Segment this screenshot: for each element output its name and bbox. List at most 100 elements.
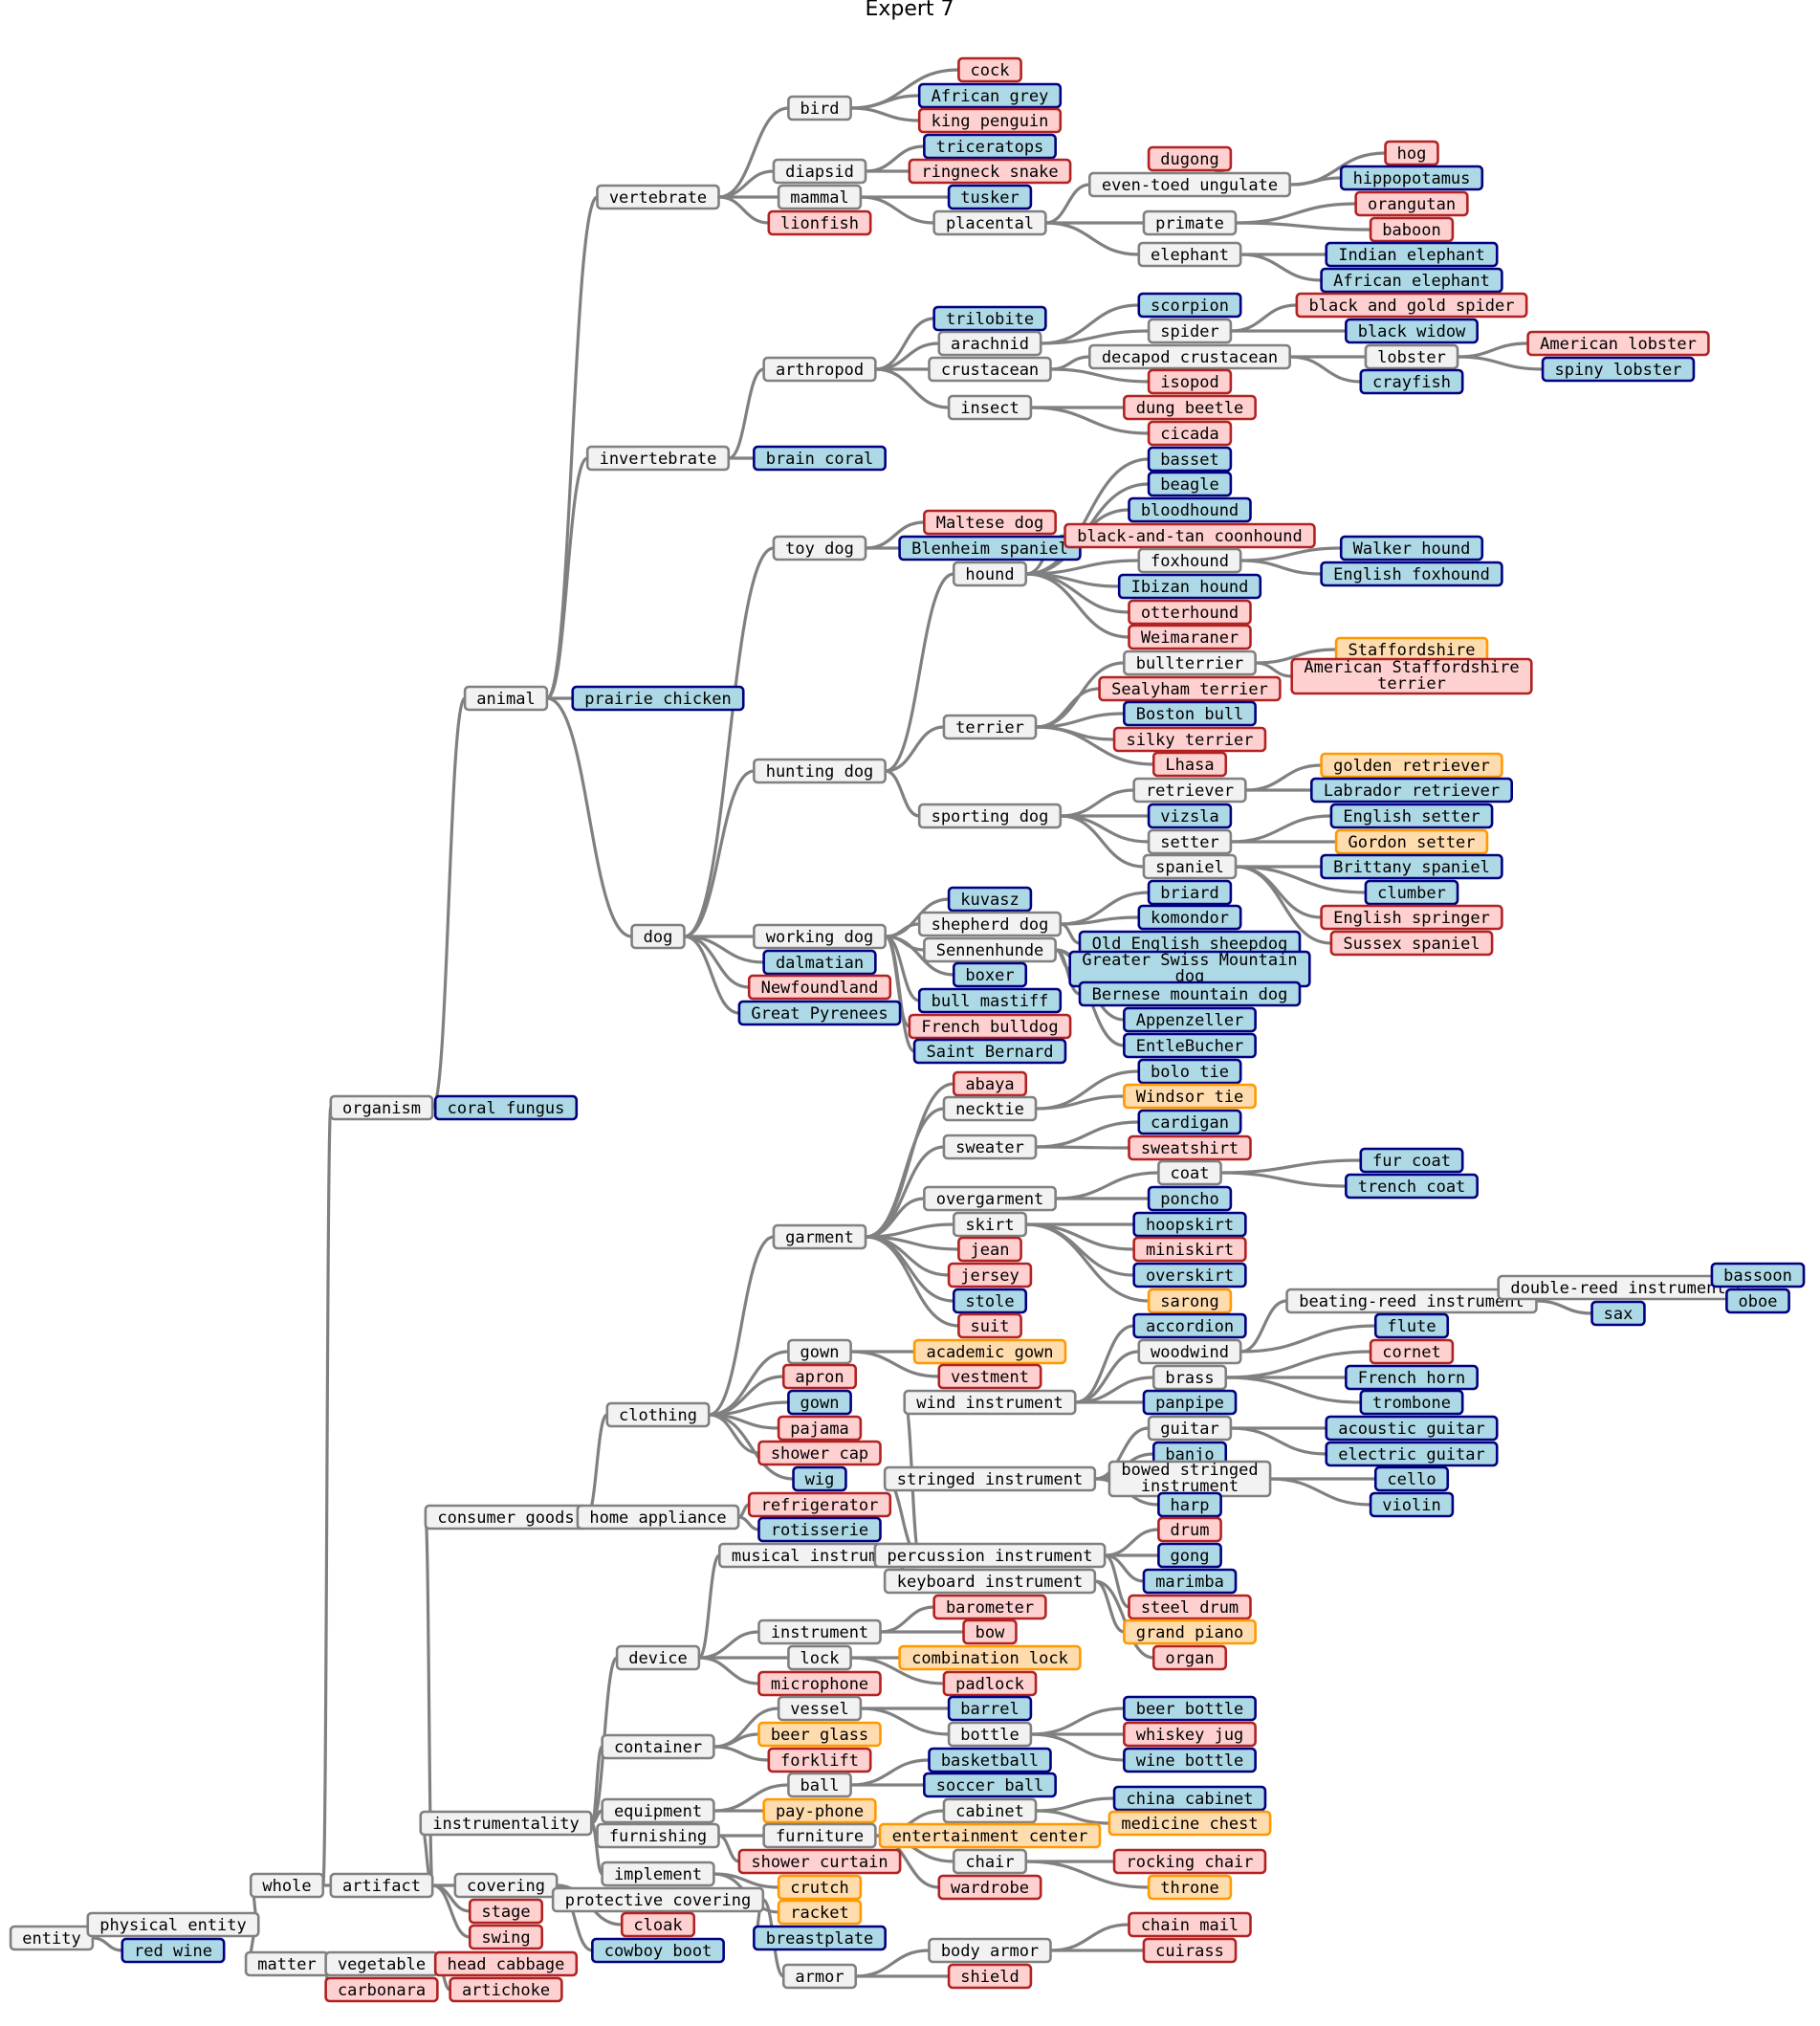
node-appenzeller: Appenzeller bbox=[1123, 1006, 1257, 1033]
node-label: beating-reed instrument bbox=[1299, 1292, 1524, 1311]
edge bbox=[1289, 176, 1342, 187]
node-label: black and gold spider bbox=[1309, 297, 1515, 316]
node-terrier: terrier bbox=[942, 714, 1038, 740]
node-label: acoustic guitar bbox=[1338, 1420, 1485, 1439]
edge bbox=[1270, 1477, 1371, 1507]
node-label: matter bbox=[257, 1955, 316, 1974]
edge bbox=[718, 106, 789, 199]
node-sennenhunde: Sennenhunde bbox=[923, 936, 1057, 963]
node-label: invertebrate bbox=[600, 450, 717, 469]
node-box bbox=[1078, 980, 1302, 1007]
node-label: rocking chair bbox=[1126, 1853, 1253, 1872]
node-label: accordion bbox=[1146, 1317, 1234, 1336]
node-label: guitar bbox=[1160, 1420, 1218, 1439]
node-label: miniskirt bbox=[1146, 1241, 1234, 1260]
node-label: carbonara bbox=[338, 1981, 426, 2000]
node-brass: brass bbox=[1151, 1364, 1228, 1391]
edge bbox=[885, 922, 920, 938]
edge bbox=[713, 1745, 769, 1762]
node-bow: bow bbox=[962, 1619, 1018, 1645]
node-spaniel: spaniel bbox=[1142, 853, 1238, 880]
node-label: body armor bbox=[941, 1942, 1039, 1961]
node-label: Brittany spaniel bbox=[1333, 858, 1490, 877]
node-blenheim-spaniel: Blenheim spaniel bbox=[898, 535, 1082, 562]
edge bbox=[431, 1883, 471, 1939]
node-label: violin bbox=[1382, 1496, 1440, 1515]
node-label: wine bottle bbox=[1136, 1751, 1244, 1771]
node-label: protective covering bbox=[565, 1891, 751, 1910]
node-label: stage bbox=[481, 1903, 530, 1922]
node-electric-guitar: electric guitar bbox=[1325, 1441, 1499, 1467]
node-label: device bbox=[628, 1649, 687, 1668]
node-label: organ bbox=[1165, 1649, 1214, 1668]
node-label: decapod crustacean bbox=[1102, 348, 1278, 367]
node-box bbox=[912, 1038, 1067, 1065]
node-box bbox=[1098, 675, 1282, 702]
diagram-title: Expert 7 bbox=[865, 0, 954, 21]
node-otterhound: otterhound bbox=[1128, 599, 1252, 626]
node-box bbox=[957, 1236, 1022, 1263]
node-box bbox=[747, 974, 892, 1001]
node-box bbox=[1142, 1568, 1238, 1595]
node-label: vizsla bbox=[1160, 807, 1218, 826]
node-label: spaniel bbox=[1155, 858, 1224, 877]
node-box bbox=[453, 1872, 559, 1899]
node-label: crustacean bbox=[941, 361, 1039, 380]
node-label: trombone bbox=[1372, 1394, 1451, 1413]
node-label: dung beetle bbox=[1136, 399, 1244, 418]
node-label: Boston bull bbox=[1136, 705, 1244, 724]
node-box bbox=[1147, 1415, 1233, 1442]
node-box bbox=[329, 1094, 434, 1121]
node-label: physical entity bbox=[99, 1916, 247, 1935]
node-label: dog bbox=[644, 928, 673, 947]
node-box bbox=[1345, 318, 1479, 344]
node-box bbox=[1142, 853, 1238, 880]
node-silky-terrier: silky terrier bbox=[1112, 726, 1267, 753]
node-label: chain mail bbox=[1141, 1916, 1239, 1935]
node-implement: implement bbox=[601, 1861, 715, 1887]
node-grand-piano: grand piano bbox=[1123, 1619, 1257, 1645]
node-label: basset bbox=[1160, 451, 1218, 470]
node-box bbox=[601, 1733, 715, 1760]
node-label: organism bbox=[342, 1099, 421, 1118]
node-label: Indian elephant bbox=[1338, 246, 1485, 265]
node-label: barrel bbox=[960, 1700, 1019, 1719]
node-shield: shield bbox=[947, 1963, 1033, 1990]
node-label: placental bbox=[946, 214, 1034, 233]
node-cabinet: cabinet bbox=[942, 1797, 1038, 1824]
node-box bbox=[917, 82, 1063, 109]
node-foxhound: foxhound bbox=[1137, 547, 1242, 574]
node-primate: primate bbox=[1142, 209, 1238, 236]
node-label: arachnid bbox=[951, 335, 1029, 354]
node-cuirass: cuirass bbox=[1142, 1937, 1238, 1964]
node-box bbox=[1132, 1236, 1247, 1263]
node-box bbox=[1147, 145, 1233, 172]
node-box bbox=[1137, 1109, 1242, 1135]
node-label: wind instrument bbox=[916, 1394, 1063, 1413]
node-box bbox=[1359, 1147, 1464, 1174]
node-label: grand piano bbox=[1136, 1623, 1244, 1642]
edge bbox=[589, 1821, 604, 1876]
node-box bbox=[1369, 1338, 1455, 1365]
node-label: silky terrier bbox=[1126, 731, 1253, 750]
node-box bbox=[449, 1976, 563, 2003]
node-box bbox=[757, 1619, 882, 1645]
edge bbox=[1036, 725, 1154, 766]
node-saint-bernard: Saint Bernard bbox=[912, 1038, 1067, 1065]
node-clumber: clumber bbox=[1364, 879, 1459, 906]
node-english-foxhound: English foxhound bbox=[1320, 561, 1503, 587]
node-box bbox=[601, 1861, 715, 1887]
node-label: percussion instrument bbox=[888, 1547, 1093, 1566]
node-vertebrate: vertebrate bbox=[596, 184, 720, 210]
node-box bbox=[757, 1721, 882, 1748]
node-label: sporting dog bbox=[932, 807, 1049, 826]
node-bassoon: bassoon bbox=[1710, 1262, 1806, 1288]
node-label: cornet bbox=[1382, 1343, 1440, 1362]
node-label: sax bbox=[1604, 1305, 1634, 1324]
node-label: bloodhound bbox=[1141, 501, 1239, 520]
edge bbox=[1240, 253, 1322, 282]
node-cardigan: cardigan bbox=[1137, 1109, 1242, 1135]
node-box bbox=[762, 356, 877, 383]
node-label: banjo bbox=[1165, 1445, 1214, 1464]
